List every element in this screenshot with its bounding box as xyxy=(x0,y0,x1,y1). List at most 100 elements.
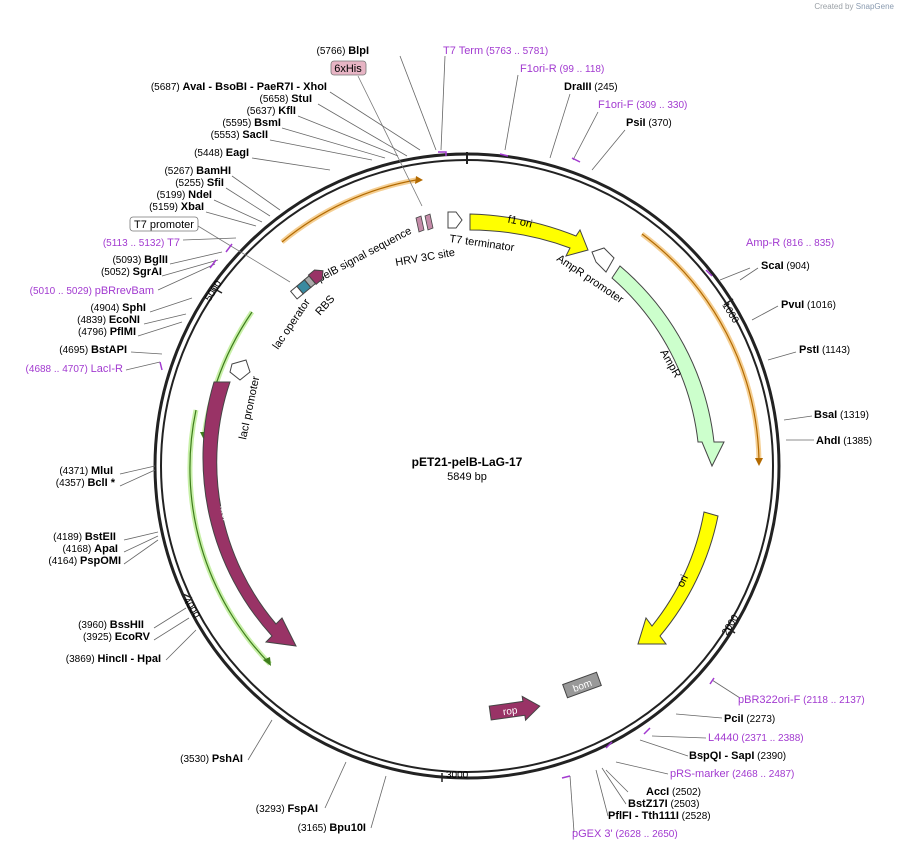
site-label: (5595) BsmI xyxy=(222,117,281,129)
site-position: (3960) xyxy=(78,620,110,631)
f1-ori-arrow xyxy=(469,213,589,257)
primer-range: (5010 .. 5029) xyxy=(30,286,95,297)
site-name: EagI xyxy=(226,147,249,159)
primer-range: (5763 .. 5781) xyxy=(483,46,548,57)
bom-box: bom xyxy=(562,671,602,699)
site-name: ApaI xyxy=(94,543,118,555)
site-label: (5159) XbaI xyxy=(149,201,204,213)
site-label: ScaI (904) xyxy=(761,260,810,272)
site-label: BsaI (1319) xyxy=(814,409,869,421)
lac-operator-group xyxy=(289,269,324,300)
site-name: PspOMI xyxy=(80,555,121,567)
tick-label-2000: 2000 xyxy=(720,613,741,638)
site-position: (904) xyxy=(784,261,810,272)
primer-name: F1ori-F xyxy=(598,99,634,111)
laci-promoter-label: lacI promoter xyxy=(237,375,262,441)
site-name: BstEII xyxy=(85,531,116,543)
site-name: MluI xyxy=(91,465,113,477)
site-name: AccI xyxy=(646,786,669,798)
primers: T7 Term (5763 .. 5781) F1ori-R (99 .. 118… xyxy=(26,45,865,840)
site-name: ScaI xyxy=(761,260,784,272)
site-name: KflI xyxy=(278,105,296,117)
site-name: BstAPI xyxy=(91,344,127,356)
site-name: Bpu10I xyxy=(329,822,366,834)
site-name: BsaI xyxy=(814,409,837,421)
site-name: HincII - HpaI xyxy=(97,653,161,665)
site-position: (1143) xyxy=(819,345,850,356)
site-name: BstZ17I xyxy=(628,798,668,810)
f1-ori-label: f1 ori xyxy=(507,214,534,231)
site-name: BspQI - SapI xyxy=(689,750,754,762)
site-position: (5159) xyxy=(149,202,181,213)
site-label: (4357) BclI * xyxy=(56,477,116,489)
primer-name: Amp-R xyxy=(746,237,780,249)
t7-terminator-label: T7 terminator xyxy=(449,233,516,254)
site-label: (3530) PshAI xyxy=(180,753,243,765)
primer-range: (99 .. 118) xyxy=(557,64,605,75)
site-position: (4904) xyxy=(90,303,122,314)
primer-arc-left-2 xyxy=(187,409,272,666)
site-position: (2273) xyxy=(744,714,776,725)
primer-label: pGEX 3' (2628 .. 2650) xyxy=(572,828,678,840)
site-position: (2528) xyxy=(679,811,711,822)
credit-prefix: Created by xyxy=(814,2,854,11)
primer-range: (309 .. 330) xyxy=(633,100,687,111)
rop-label: rop xyxy=(502,705,518,718)
site-position: (5199) xyxy=(156,190,188,201)
rop-arrow: rop xyxy=(488,695,541,722)
site-label: PsiI (370) xyxy=(626,117,672,129)
primer-range: (5113 .. 5132) xyxy=(103,238,167,249)
primer-label: Amp-R (816 .. 835) xyxy=(746,237,834,249)
snapgene-credit: Created by SnapGene xyxy=(814,2,894,11)
site-name: BlpI xyxy=(348,45,369,57)
site-name: AhdI xyxy=(816,435,840,447)
site-name: BamHI xyxy=(196,165,231,177)
primer-name: LacI-R xyxy=(91,363,123,375)
site-position: (5553) xyxy=(211,130,243,141)
primer-label: T7 Term (5763 .. 5781) xyxy=(443,45,548,57)
site-label: (3165) Bpu10I xyxy=(298,822,366,834)
t7-promoter-label: T7 promoter xyxy=(134,219,194,231)
site-name: BclI * xyxy=(87,477,115,489)
site-position: (4371) xyxy=(59,466,91,477)
site-name: BglII xyxy=(144,254,168,266)
leader-lines xyxy=(119,55,814,833)
site-name: DraIII xyxy=(564,81,592,93)
site-position: (1385) xyxy=(840,436,872,447)
site-name: PflMI xyxy=(110,326,136,338)
site-name: PvuI xyxy=(781,299,804,311)
site-label: PciI (2273) xyxy=(724,713,775,725)
laci-label: lacI xyxy=(217,504,231,522)
site-name: PshAI xyxy=(212,753,243,765)
site-label: (5637) KflI xyxy=(247,105,296,117)
site-position: (1319) xyxy=(837,410,869,421)
site-label: (5553) SacII xyxy=(211,129,268,141)
site-label: (4839) EcoNI xyxy=(77,314,140,326)
site-name: NdeI xyxy=(188,189,212,201)
site-label: (3869) HincII - HpaI xyxy=(66,653,161,665)
primer-label: F1ori-R (99 .. 118) xyxy=(520,63,604,75)
site-position: (245) xyxy=(592,82,618,93)
site-position: (3165) xyxy=(298,823,330,834)
site-label: (3960) BssHII xyxy=(78,619,144,631)
site-label: (5093) BglII xyxy=(112,254,168,266)
site-label: (4164) PspOMI xyxy=(48,555,121,567)
hrv-site-shape-2 xyxy=(424,213,434,231)
site-name: PstI xyxy=(799,344,819,356)
site-label: (4904) SphI xyxy=(90,302,146,314)
laci-arrow xyxy=(202,381,297,647)
site-name: SgrAI xyxy=(133,266,162,278)
site-label: BstZ17I (2503) xyxy=(628,798,699,810)
site-position: (2503) xyxy=(668,799,700,810)
site-label: PstI (1143) xyxy=(799,344,850,356)
primer-range: (4688 .. 4707) xyxy=(26,364,91,375)
site-position: (5658) xyxy=(260,94,292,105)
site-position: (4796) xyxy=(78,327,110,338)
site-position: (2390) xyxy=(754,751,786,762)
site-position: (2502) xyxy=(669,787,701,798)
primer-name: T7 Term xyxy=(443,45,483,57)
site-name: SfiI xyxy=(207,177,224,189)
site-position: (4168) xyxy=(62,544,94,555)
